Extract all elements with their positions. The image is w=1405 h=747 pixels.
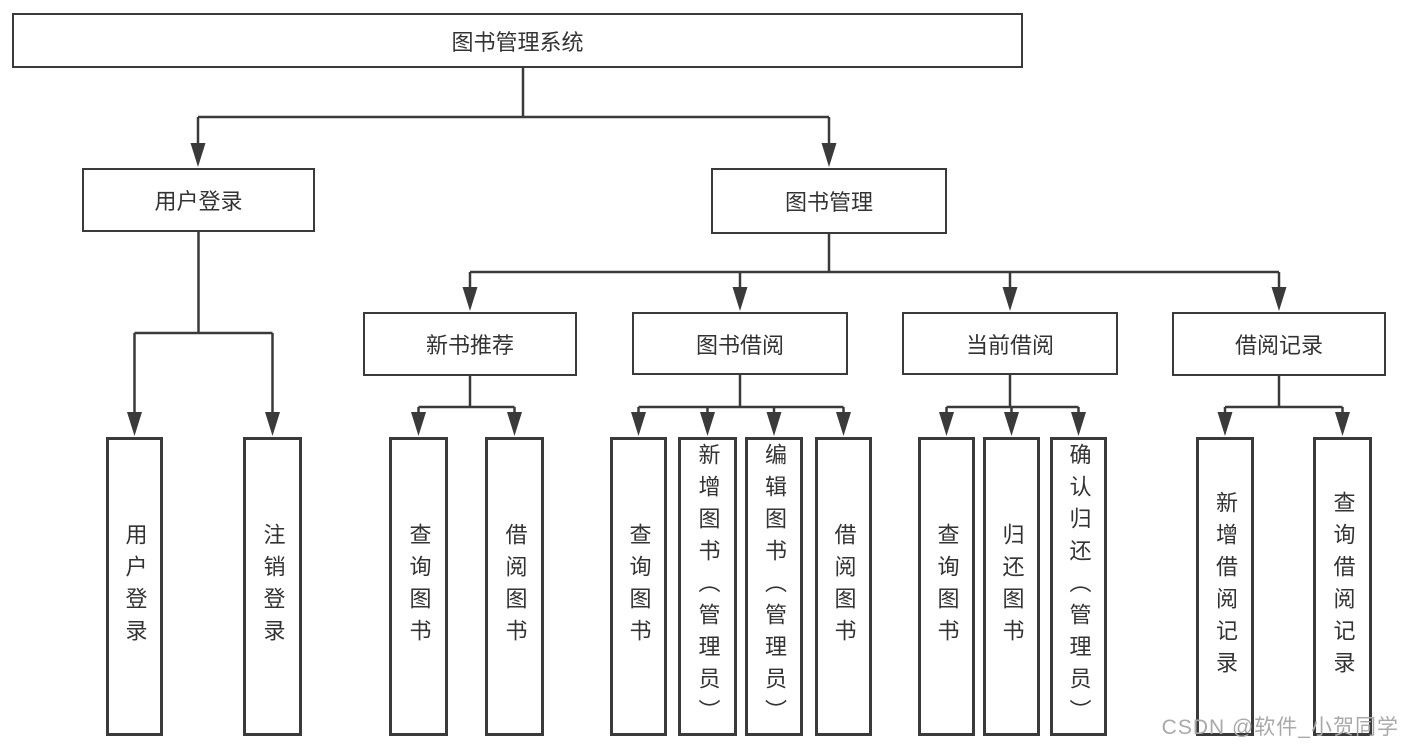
leaf-edit-books-admin-label: 编辑图书（管理员） [762,442,787,731]
node-book-management-label: 图书管理 [784,190,873,215]
leaf-add-books-admin: 新增图书（管理员） [678,437,737,736]
leaf-logout: 注销登录 [243,437,302,736]
leaf-query-books-1-label: 查询图书 [406,522,432,651]
leaf-add-borrow-record-label: 新增借阅记录 [1213,490,1238,683]
leaf-borrow-books-1-label: 借阅图书 [502,522,528,651]
node-borrow-record: 借阅记录 [1172,312,1386,376]
node-user-login: 用户登录 [82,168,315,232]
leaf-add-books-admin-label: 新增图书（管理员） [695,442,721,731]
node-book-management: 图书管理 [711,168,947,234]
leaf-query-borrow-record-label: 查询借阅记录 [1330,490,1356,683]
leaf-confirm-return-admin: 确认归还（管理员） [1050,437,1107,736]
node-book-borrow-label: 图书借阅 [695,332,784,358]
node-current-borrow: 当前借阅 [902,312,1118,375]
arrowheads [127,143,1350,436]
node-new-book-recommend: 新书推荐 [363,312,577,376]
node-book-borrow: 图书借阅 [632,312,848,375]
node-user-login-label: 用户登录 [154,189,243,214]
leaf-borrow-books-2: 借阅图书 [815,437,872,736]
node-borrow-record-label: 借阅记录 [1234,333,1323,358]
node-root-label: 图书管理系统 [451,29,584,55]
leaf-user-login-label: 用户登录 [122,522,148,651]
leaf-confirm-return-admin-label: 确认归还（管理员） [1066,442,1092,731]
leaf-return-books-label: 归还图书 [999,522,1025,651]
leaf-add-borrow-record: 新增借阅记录 [1196,437,1254,736]
node-new-book-recommend-label: 新书推荐 [425,333,514,358]
leaf-query-borrow-record: 查询借阅记录 [1313,437,1372,736]
node-root: 图书管理系统 [12,13,1023,68]
leaf-query-books-2: 查询图书 [610,437,667,736]
leaf-logout-label: 注销登录 [260,522,286,651]
node-current-borrow-label: 当前借阅 [965,332,1054,358]
leaf-return-books: 归还图书 [983,437,1040,736]
csdn-watermark: CSDN @软件_小贺同学 [1161,716,1399,739]
leaf-user-login: 用户登录 [106,437,163,736]
leaf-query-books-3: 查询图书 [918,437,975,736]
leaf-query-books-3-label: 查询图书 [934,522,960,651]
leaf-edit-books-admin: 编辑图书（管理员） [745,437,803,736]
leaf-query-books-1: 查询图书 [389,437,448,736]
leaf-borrow-books-1: 借阅图书 [485,437,544,736]
leaf-borrow-books-2-label: 借阅图书 [831,522,857,651]
leaf-query-books-2-label: 查询图书 [626,522,652,651]
